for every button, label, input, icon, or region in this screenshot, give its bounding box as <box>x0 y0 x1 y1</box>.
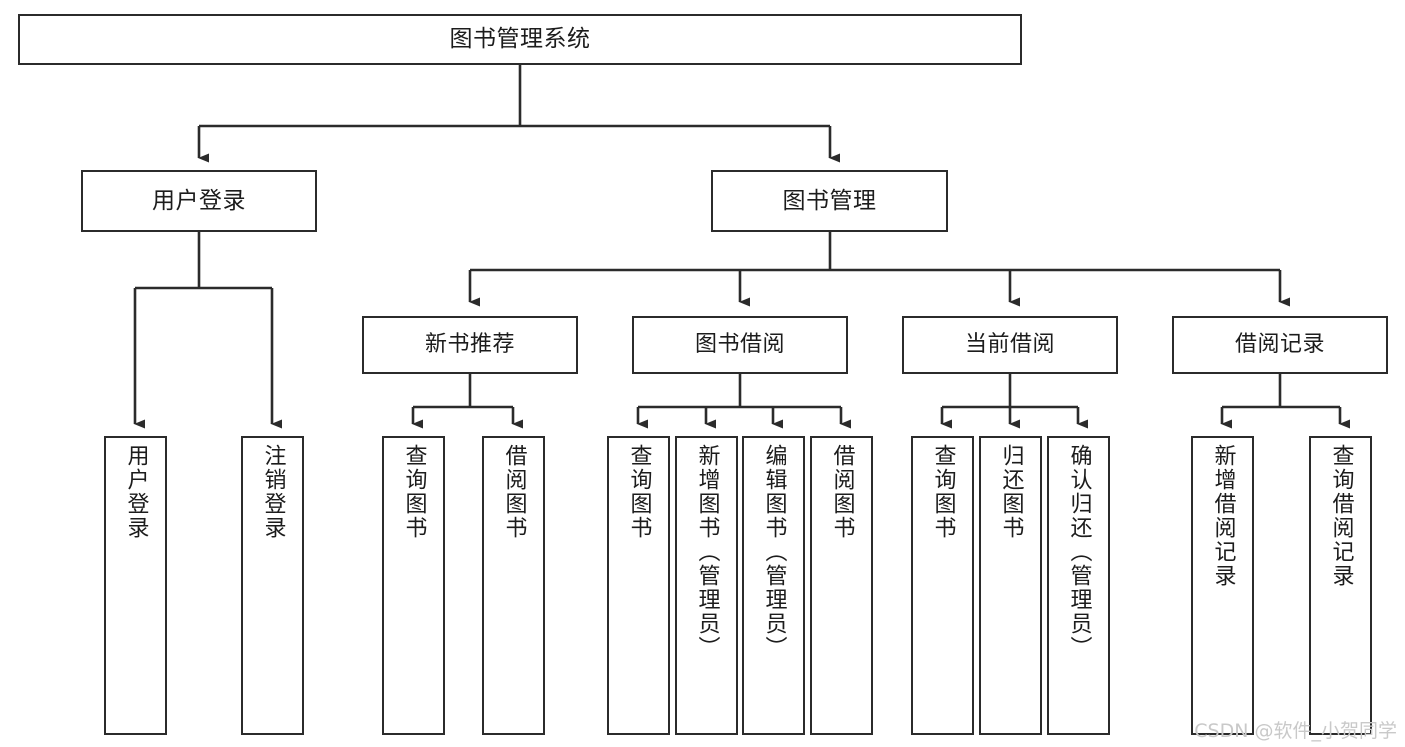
node-leaf-add-record[interactable]: 新增借阅记录 <box>1191 436 1254 735</box>
node-borrow-record[interactable]: 借阅记录 <box>1172 316 1388 374</box>
node-leaf-query-record-label: 查询借阅记录 <box>1328 444 1354 588</box>
node-leaf-add-record-label: 新增借阅记录 <box>1210 444 1236 588</box>
node-leaf-query-book-1[interactable]: 查询图书 <box>382 436 445 735</box>
node-leaf-return-book-label: 归还图书 <box>998 444 1024 540</box>
node-root[interactable]: 图书管理系统 <box>18 14 1022 65</box>
node-leaf-add-book-label: 新增图书（管理员） <box>694 444 720 660</box>
node-current-borrow[interactable]: 当前借阅 <box>902 316 1118 374</box>
node-leaf-query-book-2[interactable]: 查询图书 <box>607 436 670 735</box>
node-book-borrow[interactable]: 图书借阅 <box>632 316 848 374</box>
node-leaf-query-book-3[interactable]: 查询图书 <box>911 436 974 735</box>
node-book-management[interactable]: 图书管理 <box>711 170 948 232</box>
node-user-login-label: 用户登录 <box>152 187 246 214</box>
node-leaf-confirm-return-label: 确认归还（管理员） <box>1066 444 1092 660</box>
node-leaf-borrow-book-2-label: 借阅图书 <box>829 444 855 540</box>
node-book-borrow-label: 图书借阅 <box>694 332 785 358</box>
node-leaf-borrow-book-2[interactable]: 借阅图书 <box>810 436 873 735</box>
node-leaf-query-book-1-label: 查询图书 <box>401 444 427 540</box>
node-user-login[interactable]: 用户登录 <box>81 170 317 232</box>
node-new-book-recommend[interactable]: 新书推荐 <box>362 316 578 374</box>
node-leaf-user-logout[interactable]: 注销登录 <box>241 436 304 735</box>
node-leaf-borrow-book-1-label: 借阅图书 <box>501 444 527 540</box>
node-leaf-user-logout-label: 注销登录 <box>260 444 286 540</box>
node-current-borrow-label: 当前借阅 <box>964 332 1055 358</box>
node-leaf-query-book-3-label: 查询图书 <box>930 444 956 540</box>
node-root-label: 图书管理系统 <box>449 26 591 53</box>
node-leaf-user-login-label: 用户登录 <box>123 444 149 540</box>
node-leaf-confirm-return[interactable]: 确认归还（管理员） <box>1047 436 1110 735</box>
node-leaf-query-book-2-label: 查询图书 <box>626 444 652 540</box>
node-leaf-add-book[interactable]: 新增图书（管理员） <box>675 436 738 735</box>
node-leaf-query-record[interactable]: 查询借阅记录 <box>1309 436 1372 735</box>
node-borrow-record-label: 借阅记录 <box>1234 332 1325 358</box>
node-leaf-user-login[interactable]: 用户登录 <box>104 436 167 735</box>
node-leaf-edit-book[interactable]: 编辑图书（管理员） <box>742 436 805 735</box>
node-book-management-label: 图书管理 <box>782 187 877 214</box>
node-leaf-edit-book-label: 编辑图书（管理员） <box>761 444 787 660</box>
node-leaf-borrow-book-1[interactable]: 借阅图书 <box>482 436 545 735</box>
node-new-book-recommend-label: 新书推荐 <box>424 332 515 358</box>
node-leaf-return-book[interactable]: 归还图书 <box>979 436 1042 735</box>
